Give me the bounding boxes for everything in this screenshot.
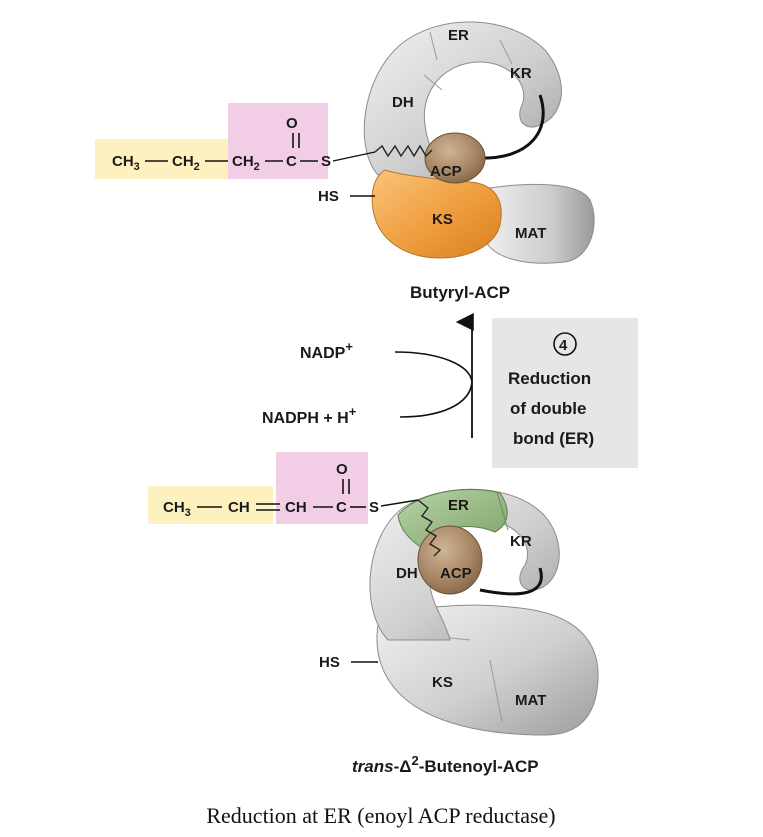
figure-caption: Reduction at ER (enoyl ACP reductase) — [206, 803, 555, 828]
bottom-chain-oxygen: O — [336, 461, 348, 478]
bottom-ks-label: KS — [432, 674, 453, 691]
top-yellow-highlight — [95, 139, 235, 179]
top-mat-domain — [487, 183, 595, 264]
bottom-er-label: ER — [448, 497, 469, 514]
top-ks-label: KS — [432, 211, 453, 228]
top-dh-label: DH — [392, 94, 414, 111]
nadp-label: NADP+ — [300, 339, 353, 362]
reaction-step: NADP+ NADPH + H+ 4 Reduction of double b… — [262, 313, 638, 468]
bottom-acp-tether — [479, 567, 543, 596]
bottom-acyl-chain: CH3 CH CH C O S — [163, 461, 419, 519]
top-chain-sulfur: S — [321, 153, 331, 170]
bottom-kr-label: KR — [510, 533, 532, 550]
step-line-2: of double — [510, 399, 586, 418]
bottom-chain-ch3: CH3 — [163, 499, 191, 519]
bottom-pink-highlight — [276, 452, 368, 524]
bottom-dh-label: DH — [396, 565, 418, 582]
step-number: 4 — [559, 337, 568, 354]
top-phosphopantetheine-arm — [374, 144, 433, 158]
top-protein-upper-ring — [363, 21, 562, 181]
top-acp-domain — [424, 132, 486, 184]
bottom-acp-domain — [417, 525, 483, 595]
bottom-complex: ER KR DH ACP KS MAT CH3 CH CH C O S HS t… — [148, 452, 599, 776]
step-line-1: Reduction — [508, 369, 591, 388]
top-acp-tether — [477, 94, 545, 160]
bottom-hs-label: HS — [319, 654, 340, 671]
top-er-label: ER — [448, 27, 469, 44]
nadph-label: NADPH + H+ — [262, 404, 357, 427]
bottom-chain-ch: CH — [228, 499, 250, 516]
top-chain-ch2-a: CH2 — [172, 153, 200, 173]
top-pink-highlight — [228, 103, 328, 179]
step-box — [492, 318, 638, 468]
bottom-er-domain — [397, 488, 508, 549]
top-mat-label: MAT — [515, 225, 546, 242]
top-acp-label: ACP — [430, 163, 462, 180]
bottom-mat-label: MAT — [515, 692, 546, 709]
top-chain-ch3: CH3 — [112, 153, 140, 173]
bottom-compound-name: trans-Δ2-Butenoyl-ACP — [352, 753, 539, 776]
bottom-acp-label: ACP — [440, 565, 472, 582]
top-complex: ER KR DH ACP KS MAT CH3 CH2 CH2 C O S HS… — [95, 21, 595, 302]
bottom-chain-sulfur: S — [369, 499, 379, 516]
top-hs-label: HS — [318, 188, 339, 205]
bottom-chain-carbonyl-c: C — [336, 499, 347, 516]
bottom-yellow-highlight — [148, 486, 273, 524]
step-line-3: bond (ER) — [513, 429, 594, 448]
bottom-chain-ch-2: CH — [285, 499, 307, 516]
top-compound-name: Butyryl-ACP — [410, 283, 510, 302]
top-chain-oxygen: O — [286, 115, 298, 132]
step-number-circle — [553, 332, 577, 356]
top-acyl-chain: CH3 CH2 CH2 C O S — [112, 115, 376, 173]
top-kr-label: KR — [510, 65, 532, 82]
bottom-phosphopantetheine-arm — [417, 499, 442, 557]
top-chain-ch2-b: CH2 — [232, 153, 260, 173]
cofactor-curve — [394, 351, 473, 418]
top-chain-carbonyl-c: C — [286, 153, 297, 170]
